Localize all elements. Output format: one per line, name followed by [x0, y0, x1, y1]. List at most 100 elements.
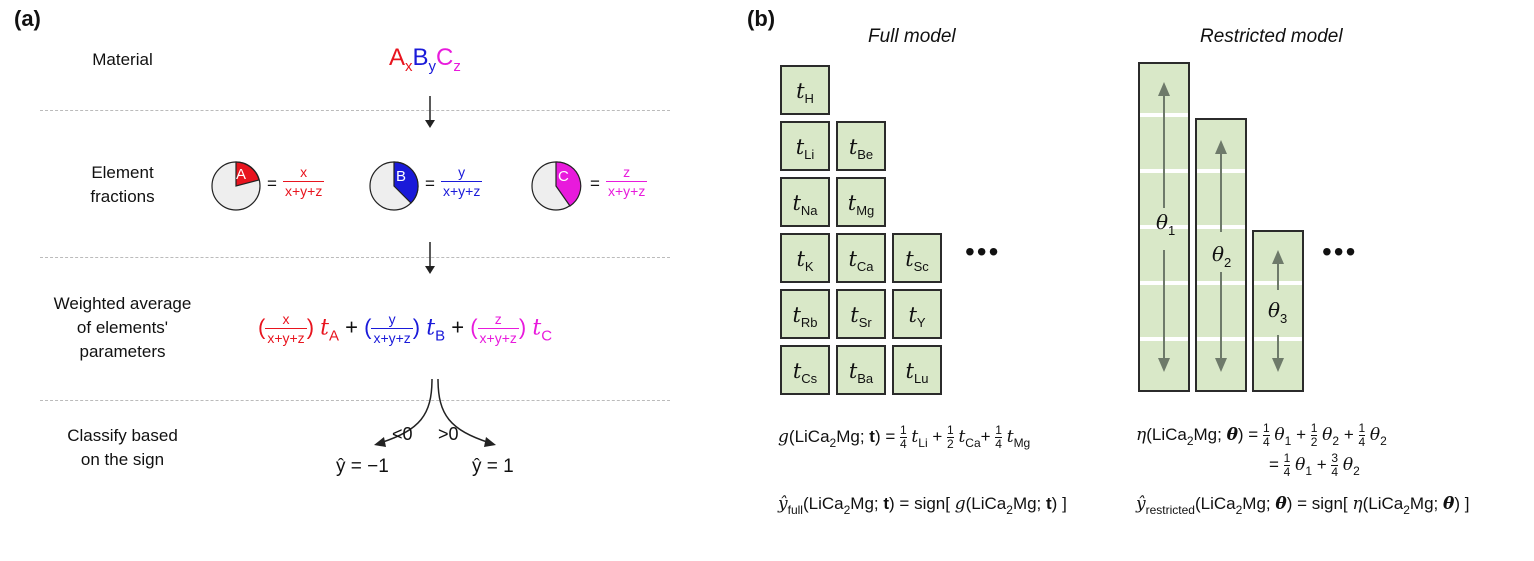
formula-text: Mg;: [850, 494, 884, 513]
subscript: Ca: [965, 435, 981, 450]
fraction-denominator: x+y+z: [371, 328, 413, 346]
parameter-subscript: Be: [857, 147, 874, 162]
fraction-numerator: z: [623, 164, 631, 180]
parameter-subscript: Rb: [800, 315, 818, 330]
formula-text: Mg;: [1193, 424, 1227, 444]
full-model-title: Full model: [868, 26, 956, 47]
panel-b-label: (b): [747, 6, 776, 31]
restricted-model-title: Restricted model: [1200, 26, 1343, 47]
theta-vector: θ: [1442, 494, 1455, 514]
frac-num: 1: [1283, 451, 1291, 465]
parameter-cell: tNa: [780, 177, 830, 227]
frac-den: 4: [1331, 465, 1339, 479]
paren-open: (: [364, 314, 372, 340]
parameter-cell: tK: [780, 233, 830, 283]
frac-num: 1: [900, 423, 907, 437]
row-label-line: Weighted average: [53, 294, 192, 313]
parameter-symbol: t: [905, 247, 914, 271]
t-vector: t: [883, 494, 890, 513]
divider: [40, 400, 670, 401]
frac-num: 1: [995, 423, 1002, 437]
sign-text: sign[: [914, 494, 950, 513]
frac-num: 1: [1358, 421, 1366, 435]
eta-symbol: η: [1136, 424, 1147, 445]
parameter-subscript: Ca: [856, 259, 874, 274]
plus-sign: +: [345, 314, 358, 340]
t-symbol: t: [958, 426, 966, 447]
fraction-denominator: x+y+z: [265, 328, 307, 346]
subscript-y: y: [428, 58, 437, 75]
fraction-numerator: y: [388, 311, 396, 327]
theta-subscript: 1: [1168, 223, 1176, 238]
theta-1-label: θ1: [1156, 210, 1175, 238]
paren-close: ): [306, 314, 315, 340]
frac-num: 1: [1310, 421, 1318, 435]
parameter-symbol: t: [795, 135, 805, 159]
less-than-zero-label: <0: [392, 424, 413, 444]
theta-1-bar: [1138, 62, 1190, 392]
y-hat-symbol: ŷ: [778, 494, 788, 514]
equals-sign: =: [590, 174, 600, 193]
row-label-classify: Classify based on the sign: [40, 424, 205, 472]
parameter-cell: tBe: [836, 121, 886, 171]
divider: [40, 110, 670, 111]
formula-text: Mg;: [1012, 494, 1046, 513]
formula-text: Mg;: [1409, 494, 1443, 513]
parameter-subscript: Cs: [801, 371, 818, 386]
bracket: ]: [1464, 494, 1470, 513]
subscript: full: [787, 503, 803, 517]
fraction-C: z x+y+z: [606, 163, 648, 200]
fraction-B: y x+y+z: [441, 163, 483, 200]
parameter-symbol: t: [796, 79, 805, 103]
param-subscript: C: [541, 327, 553, 345]
row-label-weighted: Weighted average of elements' parameters: [30, 292, 215, 364]
frac-num: 1: [947, 423, 954, 437]
formula-text: LiCa: [808, 494, 844, 513]
formula-text: LiCa: [971, 494, 1007, 513]
fraction-denominator: x+y+z: [606, 181, 648, 199]
bracket: ]: [1062, 494, 1067, 513]
pie-chart-B-icon: [369, 161, 419, 211]
row-label-line: of elements': [76, 318, 169, 337]
theta-3-label: θ3: [1268, 298, 1287, 326]
plus-sign: +: [451, 314, 465, 340]
divider: [40, 257, 670, 258]
frac-num: 1: [1262, 421, 1270, 435]
pie-chart-A-icon: [211, 161, 261, 211]
yfull-equation: ŷfull(LiCa2Mg; t) = sign[ g(LiCa2Mg; t) …: [778, 494, 1067, 517]
parameter-cell: tY: [892, 289, 942, 339]
parameter-subscript: Lu: [913, 371, 929, 386]
parameter-subscript: K: [804, 259, 814, 274]
parameter-symbol: t: [850, 303, 859, 327]
pie-label-A: A: [236, 166, 247, 183]
row-label-material: Material: [92, 50, 153, 69]
theta-symbol: θ: [1268, 298, 1281, 322]
negative-result: ŷ = −1: [336, 456, 389, 477]
plus-sign: +: [1316, 454, 1327, 474]
element-B: B: [412, 44, 429, 71]
fraction-denominator: x+y+z: [441, 181, 483, 199]
theta-3-bar: [1252, 230, 1304, 392]
theta-symbol: θ: [1369, 424, 1381, 445]
frac-den: 4: [995, 437, 1002, 451]
parameter-cell: tSr: [836, 289, 886, 339]
element-A: A: [389, 44, 406, 71]
plus-sign: +: [1343, 424, 1354, 444]
g-symbol: g: [954, 494, 966, 514]
fraction-numerator: x: [282, 311, 290, 327]
parameter-cell: tCs: [780, 345, 830, 395]
paren-open: (: [258, 314, 266, 340]
subscript: 1: [1305, 463, 1313, 478]
parameter-symbol: t: [908, 303, 917, 327]
parameter-symbol: t: [847, 191, 857, 215]
parameter-subscript: Li: [804, 147, 815, 162]
param-t: t: [320, 315, 329, 341]
formula-text: LiCa: [1368, 494, 1404, 513]
fraction-A: x x+y+z: [283, 163, 325, 200]
subscript: 2: [1403, 503, 1410, 517]
subscript: 2: [829, 435, 837, 450]
